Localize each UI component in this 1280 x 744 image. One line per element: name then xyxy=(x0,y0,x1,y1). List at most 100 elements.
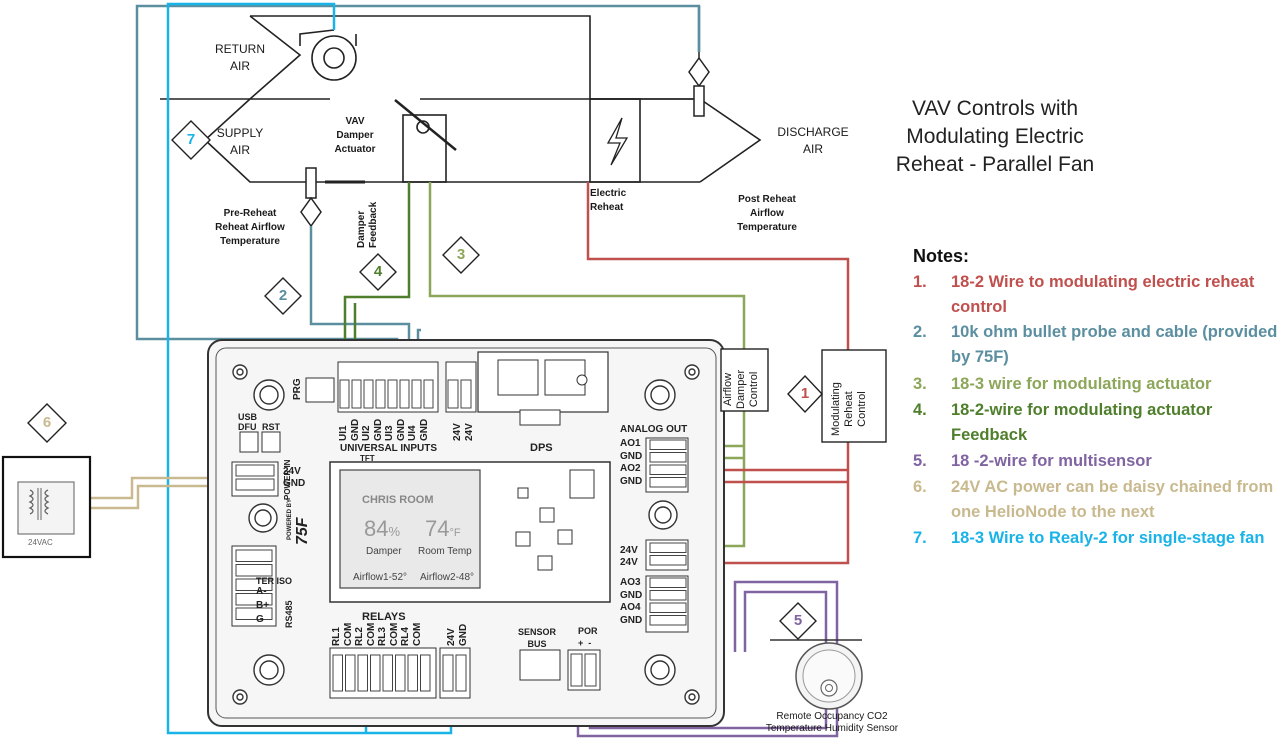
relays-label: RELAYS xyxy=(362,611,406,623)
discharge-temp-probe xyxy=(688,52,710,117)
ao-pin-label: GND xyxy=(620,450,643,462)
post-reheat-label: Post Reheat Airflow Temperature xyxy=(737,194,797,233)
terminal-slot xyxy=(649,439,687,450)
terminal-slot xyxy=(649,452,687,463)
lcd-airflow2: Airflow2-48° xyxy=(420,572,475,583)
terminal-slot xyxy=(370,654,381,692)
pre-reheat-label: Pre-Reheat Reheat Airflow Temperature xyxy=(215,208,285,247)
rs485-pin-label: B+ xyxy=(256,600,270,611)
ui-pin-label: UI3 xyxy=(384,425,395,441)
ao-pin-label: AO2 xyxy=(620,463,641,474)
relay-power-label: GND xyxy=(458,623,469,646)
relay-pin-label: COM xyxy=(342,622,354,646)
universal-inputs-label: UNIVERSAL INPUTS xyxy=(340,443,438,454)
terminal-slot xyxy=(649,577,687,588)
terminal-slot xyxy=(649,542,687,553)
note-text: 18 -2-wire for multisensor xyxy=(951,452,1152,470)
lcd-room-name: CHRIS ROOM xyxy=(362,494,434,506)
note-number: 2. xyxy=(913,323,927,341)
note-item: 3. 18-3 wire for modulating actuator xyxy=(913,372,1280,422)
note-number: 5. xyxy=(913,452,927,470)
ui-pin-label: GND xyxy=(395,418,407,441)
ter-iso-label: TER ISO xyxy=(256,576,293,586)
brand-label: 75F xyxy=(294,517,311,545)
relay-pin-label: COM xyxy=(388,622,400,646)
lcd-damper-label: Damper xyxy=(366,546,402,557)
ao-pin-label: AO4 xyxy=(620,602,641,613)
analog-out-label: ANALOG OUT xyxy=(620,424,688,435)
damper-feedback-label: Damper Feedback xyxy=(356,201,379,248)
transformer xyxy=(1,455,92,559)
terminal-slot xyxy=(455,654,467,692)
relay-pin-label: COM xyxy=(411,622,423,646)
note-text: 10k ohm bullet probe and cable (provided… xyxy=(951,323,1278,366)
terminal-slot xyxy=(570,653,583,687)
note-number: 3. xyxy=(913,375,927,393)
power-pin-label: GND xyxy=(283,478,306,489)
ui-24v-label: 24V xyxy=(464,423,475,441)
note-item: 4.18-2-wire for modulating actuator Feed… xyxy=(913,398,1280,448)
lightning-icon xyxy=(606,117,629,166)
diamond-1: 1 xyxy=(800,385,810,402)
terminal-slot xyxy=(382,654,393,692)
lcd-side-components xyxy=(515,469,595,571)
ao-pin-label: GND xyxy=(620,589,643,601)
ao-pin-label: AO3 xyxy=(620,577,641,588)
terminal-slot xyxy=(235,593,273,606)
relay-pin-label: RL4 xyxy=(400,627,411,646)
terminal-slot xyxy=(442,654,454,692)
notes-header: Notes: xyxy=(913,246,970,266)
relay-pin-label: RL3 xyxy=(377,627,388,646)
usb-dfu-label: USB DFU xyxy=(238,412,258,432)
terminal-slot xyxy=(357,654,368,692)
terminal-slot xyxy=(345,654,356,692)
terminal-slot xyxy=(649,602,687,613)
prg-label: PRG xyxy=(292,378,303,400)
ao-24v-label: 24V xyxy=(620,557,638,568)
diamond-3: 3 xyxy=(456,246,466,263)
note-item: 7.18-3 Wire to Realy-2 for single-stage … xyxy=(913,526,1280,576)
terminal-slot xyxy=(649,590,687,601)
terminal-slot xyxy=(235,607,273,620)
pre-reheat-temp-probe xyxy=(300,167,322,228)
transformer-label: 24VAC xyxy=(28,538,53,547)
note-text: 24V AC power can be daisy chained from o… xyxy=(951,478,1274,521)
note-item: 6.24V AC power can be daisy chained from… xyxy=(913,475,1280,525)
powered-by-label: POWERED BY xyxy=(287,498,293,540)
terminal-slot xyxy=(332,654,343,692)
ui-pin-label: GND xyxy=(372,418,384,441)
terminal-slot xyxy=(460,379,472,409)
sensor-label: Remote Occupancy CO2 Temperature Humidit… xyxy=(765,711,899,734)
modulating-reheat-control-box xyxy=(821,349,887,443)
dps-label: DPS xyxy=(530,442,553,454)
diamond-4: 4 xyxy=(373,263,383,280)
rst-label: RST xyxy=(262,422,280,432)
note-text: 18-3 wire for modulating actuator xyxy=(951,375,1212,393)
relay-pin-label: COM xyxy=(365,622,377,646)
terminal-slot xyxy=(649,555,687,566)
terminal-slot xyxy=(375,379,386,409)
terminal-slot xyxy=(235,464,275,477)
terminal-slot xyxy=(351,379,362,409)
airflow-damper-control-box xyxy=(720,348,769,412)
relay-power-label: 24V xyxy=(446,628,457,646)
terminal-slot xyxy=(447,379,459,409)
terminal-slot xyxy=(407,654,418,692)
airflow-damper-control-label: Airflow Damper Control xyxy=(722,369,760,409)
tft-label: TFT xyxy=(360,454,375,463)
note-number: 1. xyxy=(913,273,927,291)
terminal-slot xyxy=(420,654,431,692)
sensor-bus-label: SENSOR BUS xyxy=(518,627,557,649)
ao-pin-label: GND xyxy=(620,614,643,626)
ao-24v-label: 24V xyxy=(620,545,638,556)
note-text: 18-2-wire for modulating actuator Feedba… xyxy=(951,401,1213,444)
diamond-6: 6 xyxy=(42,414,52,431)
ui-pin-label: UI1 xyxy=(338,425,349,441)
ui-pin-label: UI2 xyxy=(361,425,372,441)
note-item: 5. 18 -2-wire for multisensor xyxy=(913,449,1280,499)
terminal-slot xyxy=(399,379,410,409)
rs485-label: RS485 xyxy=(284,600,294,628)
supply-air-label: SUPPLY AIR xyxy=(216,126,264,157)
relay-pin-label: RL2 xyxy=(354,627,365,646)
